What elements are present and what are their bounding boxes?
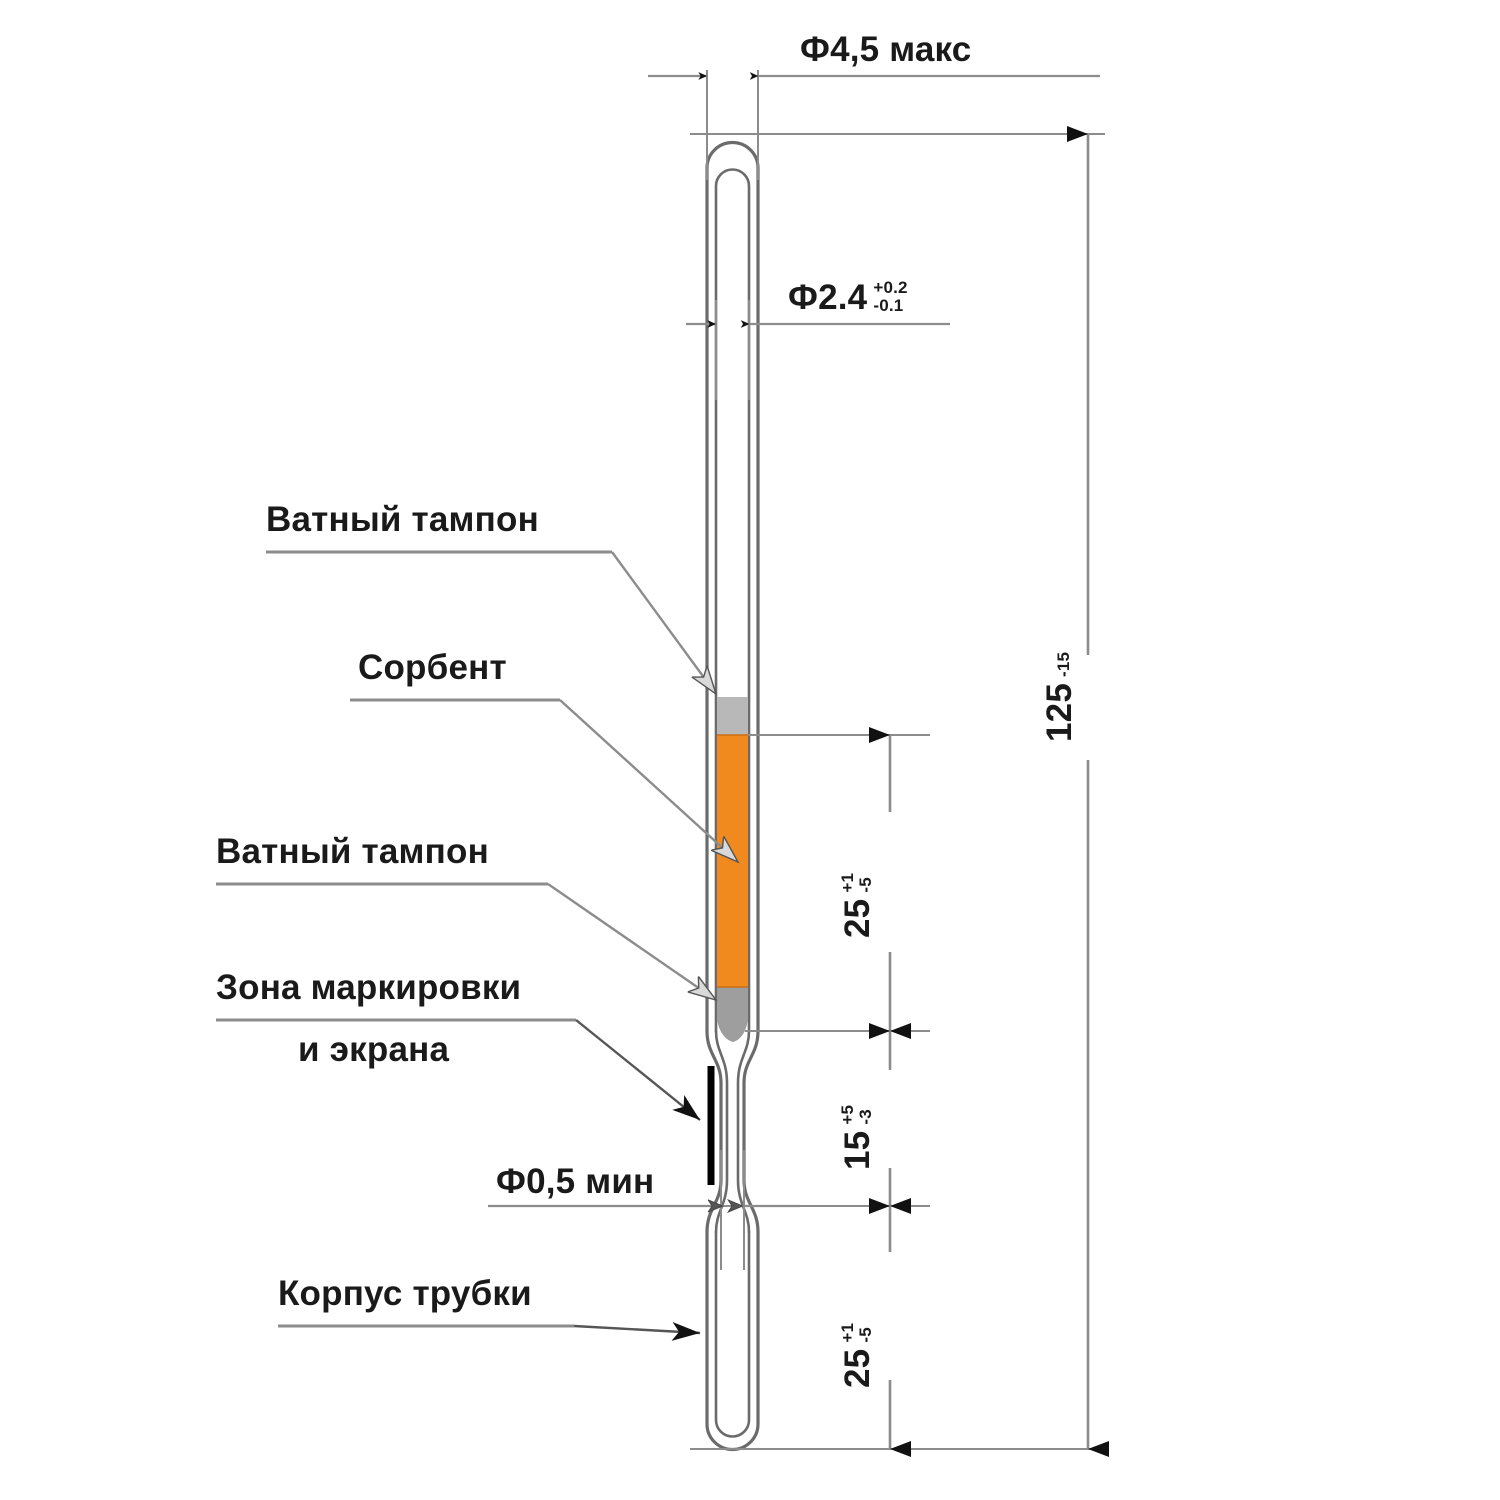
sorbent-column [717,735,748,987]
callout-cotton-top-label: Ватный тампон [266,500,539,539]
dim-total-length-tolerance: -15 [1054,651,1074,677]
callout-tube-body-label: Корпус трубки [278,1274,532,1313]
tol-upper: +0.2 [873,278,908,298]
dim-inner-diameter-value: Ф2.4 [788,278,868,317]
leader-tube-body [278,1321,701,1341]
tube-constriction [705,1029,760,1234]
callout-sorbent-label: Сорбент [358,648,507,687]
callout-marking-zone-label-line2: и экрана [298,1030,450,1069]
dim-sorbent-length-tolerance: +1 -5 [838,872,875,893]
dim-outer-diameter-label: Ф4,5 макс [800,30,972,69]
dim-middle-length-tolerance: +5 -3 [838,1104,875,1125]
leader-marking-zone [216,1018,701,1121]
dim-inner-diameter-tolerance: +0.2 -0.1 [873,279,907,314]
dim-bottom-length-value: 25 [838,1348,877,1388]
dim-neck-diameter-label: Ф0,5 мин [496,1162,655,1201]
dim-sorbent-length-label: 25 +1 -5 [838,873,903,978]
tol-lower: -3 [856,1109,875,1125]
dim-middle-length-label: 15 +5 -3 [838,1105,903,1210]
tol-lower: -0.1 [873,296,904,315]
leader-sorbent [350,698,738,862]
dim-total-length-value: 125 [1040,683,1079,742]
cotton-plug-upper [717,697,748,735]
callout-marking-zone-label-line1: Зона маркировки [216,968,522,1007]
dim-bottom-length-label: 25 +1 -5 [838,1323,903,1428]
dim-inner-diameter-label: Ф2.4 +0.2 -0.1 [788,278,908,318]
tol-lower: -15 [1054,651,1074,677]
tube-contents [717,697,748,1042]
tube-bottom-chamber [705,1230,760,1452]
tol-upper: +1 [838,872,858,893]
tol-upper: +1 [838,1322,858,1343]
leader-cotton-bottom [216,882,716,1000]
dim-bottom-length-tolerance: +1 -5 [838,1322,875,1343]
dim-sorbent-length-value: 25 [838,898,877,938]
leader-cotton-top [266,550,716,694]
callout-cotton-bottom-label: Ватный тампон [216,832,489,871]
dim-total-length-label: 125 -15 [1040,652,1130,782]
dim-middle-length-value: 15 [838,1130,877,1170]
cotton-plug-lower [717,987,748,1042]
tol-lower: -5 [856,877,875,893]
tol-lower: -5 [856,1327,875,1343]
tube-outline [705,140,760,1033]
tol-upper: +5 [838,1104,858,1125]
